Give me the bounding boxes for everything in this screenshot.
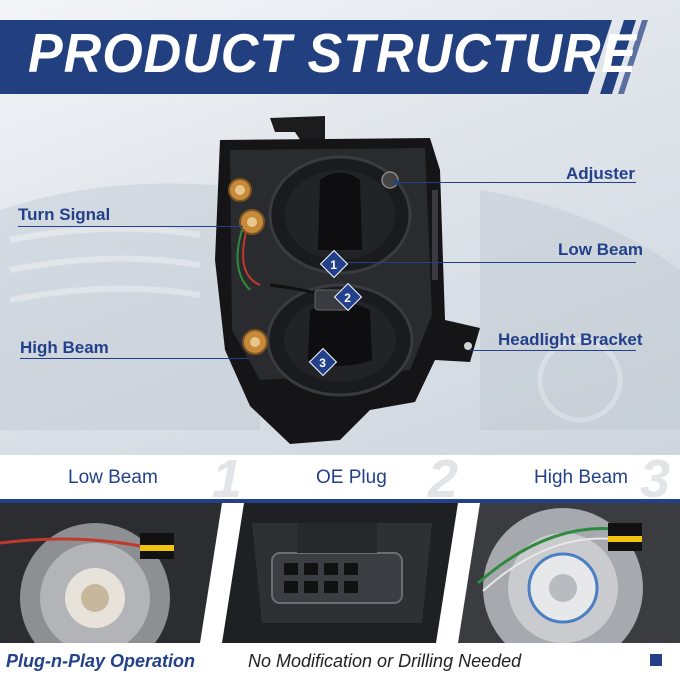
leader-line-adjuster <box>398 182 636 183</box>
photo-low-beam <box>0 503 222 643</box>
photo-oe-plug <box>222 503 458 643</box>
footer-highlight: Plug-n-Play Operation <box>6 651 196 671</box>
callout-adjuster: Adjuster <box>566 164 635 183</box>
callout-low-beam: Low Beam <box>558 240 644 259</box>
leader-line-headlight-bracket <box>470 350 636 351</box>
footer-square-icon <box>650 654 662 666</box>
section-divider <box>0 499 680 503</box>
footer-bar <box>0 645 680 680</box>
banner-title: PRODUCT STRUCTURE <box>28 23 638 85</box>
panel-caption-oe-plug: OE Plug <box>316 467 387 488</box>
callout-turn-signal: Turn Signal <box>18 205 111 224</box>
panel-caption-low-beam: Low Beam <box>68 467 158 488</box>
photo-high-beam <box>458 503 680 643</box>
car-silhouette-background <box>0 183 680 430</box>
callout-headlight-bracket: Headlight Bracket <box>498 330 643 349</box>
headlight-rear-view <box>215 116 480 444</box>
leader-dot <box>394 180 399 185</box>
callout-high-beam: High Beam <box>20 338 109 357</box>
leader-line-high-beam <box>20 358 248 359</box>
panel-caption-high-beam: High Beam <box>534 467 628 488</box>
footer-text: No Modification or Drilling Needed <box>248 651 522 671</box>
leader-line-turn-signal <box>18 226 243 227</box>
leader-line-low-beam <box>340 262 636 263</box>
